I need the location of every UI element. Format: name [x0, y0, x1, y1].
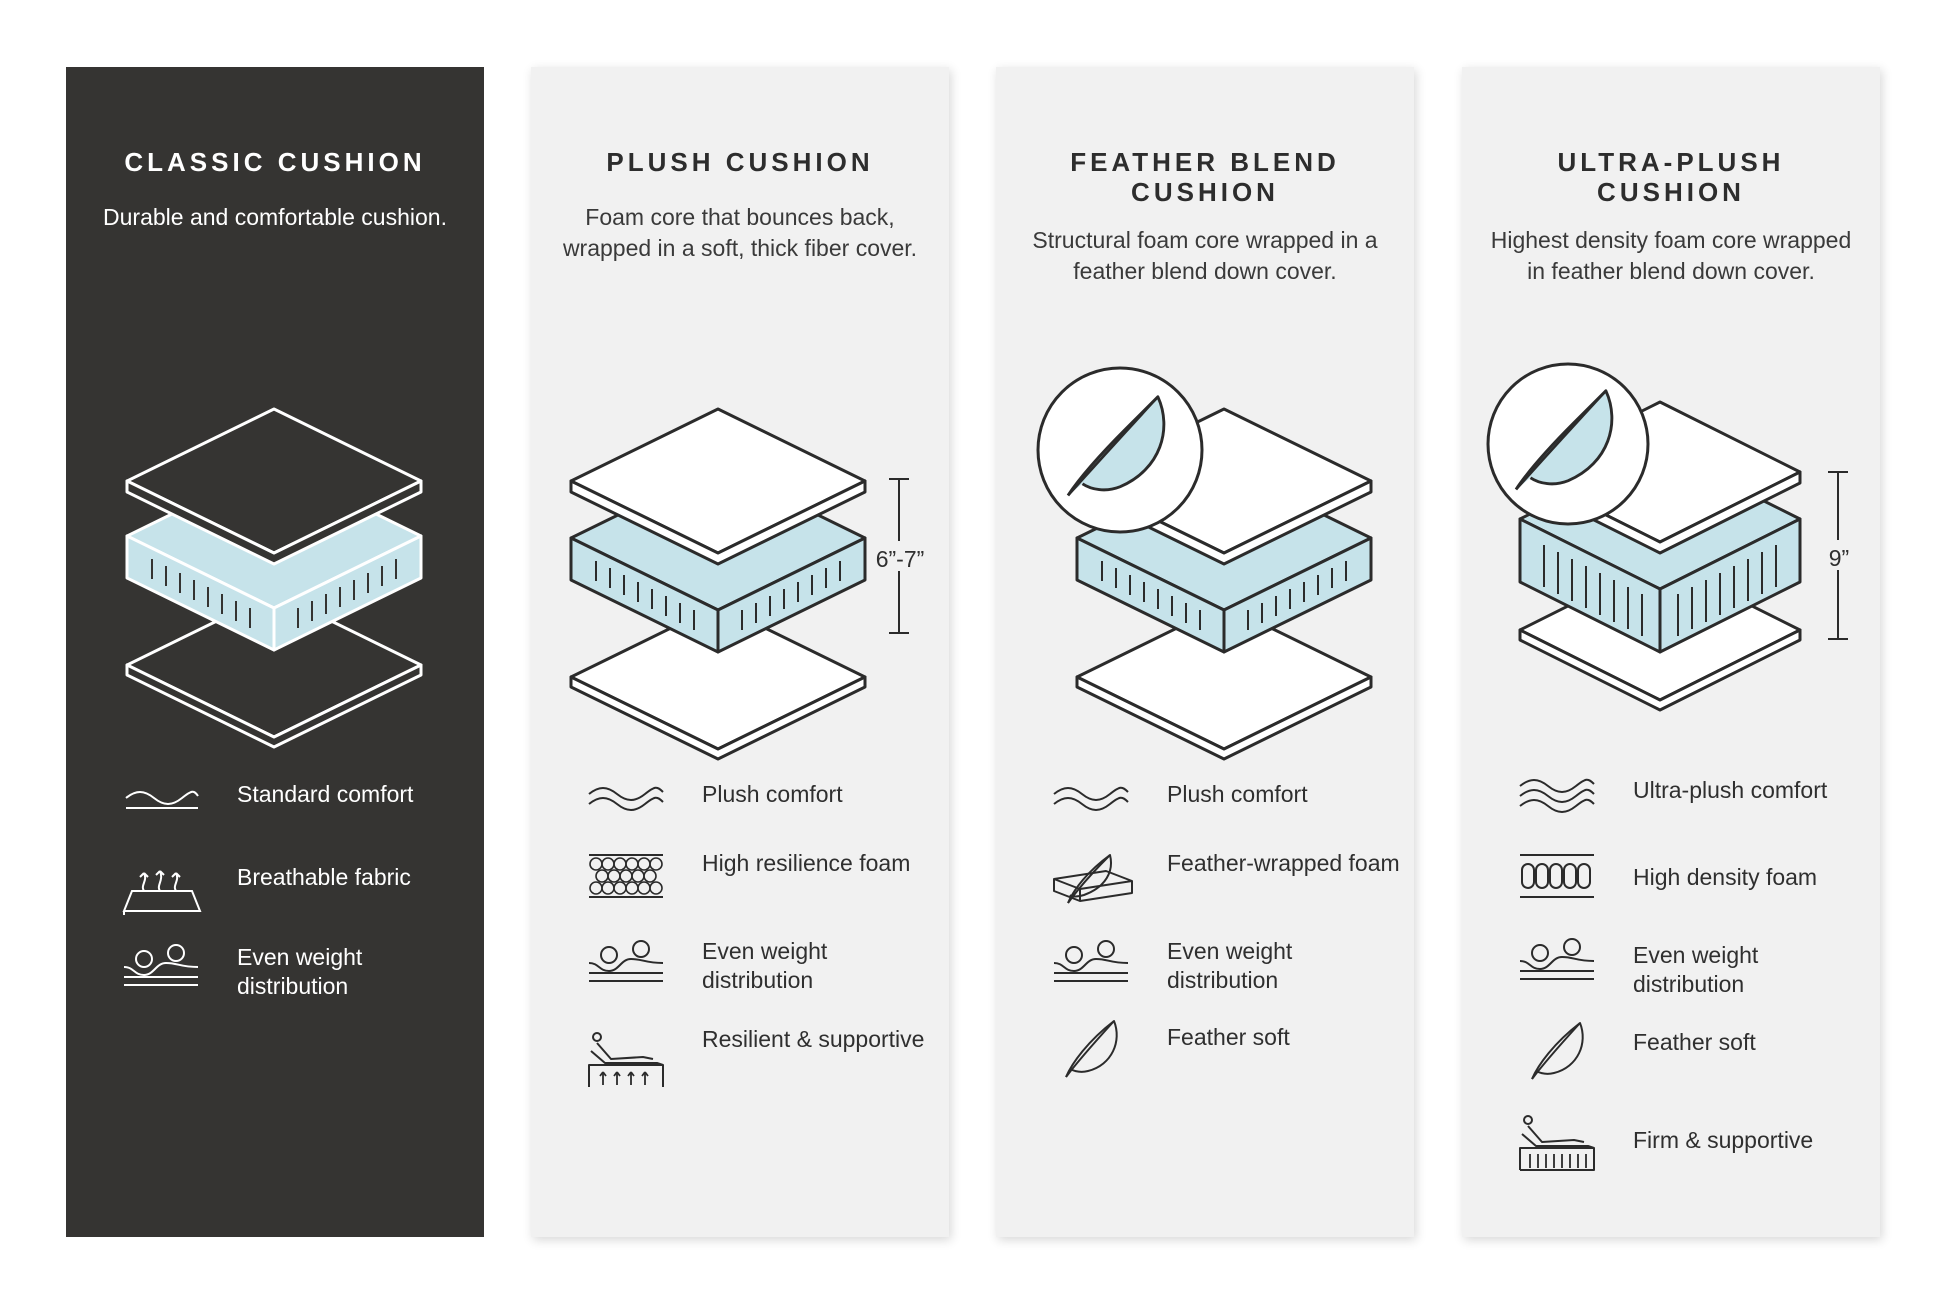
breathable-fabric-icon [122, 870, 202, 915]
feather-icon [1531, 1022, 1584, 1080]
feather-badge-icon [1486, 362, 1650, 526]
recliner-support-icon [588, 1032, 664, 1087]
cushion-layers-illustration [1036, 366, 1373, 761]
feature-label: Feather-wrapped foam [1167, 850, 1400, 876]
triple-wave-icon [1519, 778, 1595, 813]
column-description: Highest density foam core wrapped in fea… [1490, 227, 1852, 284]
double-wave-icon [588, 786, 664, 811]
feature-label: Feather soft [1167, 1024, 1290, 1050]
feather-wrapped-foam-icon [1053, 854, 1133, 904]
wave-icon [125, 790, 199, 809]
column-description: Durable and comfortable cushion. [103, 204, 447, 230]
double-wave-icon [1053, 786, 1129, 811]
column-description: Foam core that bounces back, wrapped in … [562, 204, 918, 261]
column-description: Structural foam core wrapped in a feathe… [1032, 227, 1378, 284]
feature-label: Plush comfort [1167, 781, 1308, 807]
feature-label: High density foam [1633, 864, 1818, 890]
height-label: 9” [1829, 545, 1849, 571]
cushion-layers-illustration: 6”-7” [569, 407, 925, 761]
weight-distribution-icon [123, 944, 199, 986]
feather-badge-icon [1036, 366, 1204, 534]
column-title: ULTRA-PLUSH CUSHION [1557, 147, 1785, 207]
feature-label: Even weight distribution [1633, 942, 1759, 997]
cushion-layers-illustration [125, 407, 423, 749]
plush-cushion-column: PLUSH CUSHION Foam core that bounces bac… [531, 67, 949, 1237]
column-title: PLUSH CUSHION [606, 147, 874, 177]
classic-cushion-column: CLASSIC CUSHION Durable and comfortable … [66, 67, 484, 1237]
feather-blend-cushion-column: FEATHER BLEND CUSHION Structural foam co… [996, 67, 1414, 1237]
weight-distribution-icon [1519, 938, 1595, 980]
high-density-foam-icon [1520, 854, 1594, 898]
feature-label: Breathable fabric [237, 864, 411, 890]
feather-icon [1065, 1020, 1118, 1078]
firm-support-icon [1519, 1115, 1595, 1171]
column-title: CLASSIC CUSHION [124, 147, 426, 177]
feature-label: Plush comfort [702, 781, 843, 807]
feature-label: Firm & supportive [1633, 1127, 1814, 1153]
cushion-layers-illustration: 9” [1486, 362, 1858, 712]
honeycomb-foam-icon [589, 854, 663, 898]
feature-label: Feather soft [1633, 1029, 1756, 1055]
weight-distribution-icon [588, 940, 664, 982]
feature-label: Even weight distribution [702, 938, 828, 993]
ultra-plush-cushion-column: ULTRA-PLUSH CUSHION Highest density foam… [1462, 67, 1880, 1237]
weight-distribution-icon [1053, 940, 1129, 982]
feature-label: Even weight distribution [1167, 938, 1293, 993]
height-label: 6”-7” [876, 546, 925, 572]
feature-label: Resilient & supportive [702, 1026, 925, 1052]
column-title: FEATHER BLEND CUSHION [1070, 147, 1340, 207]
feature-label: Even weight distribution [237, 944, 363, 999]
feature-label: Ultra-plush comfort [1633, 777, 1828, 803]
feature-label: Standard comfort [237, 781, 414, 807]
feature-label: High resilience foam [702, 850, 911, 876]
